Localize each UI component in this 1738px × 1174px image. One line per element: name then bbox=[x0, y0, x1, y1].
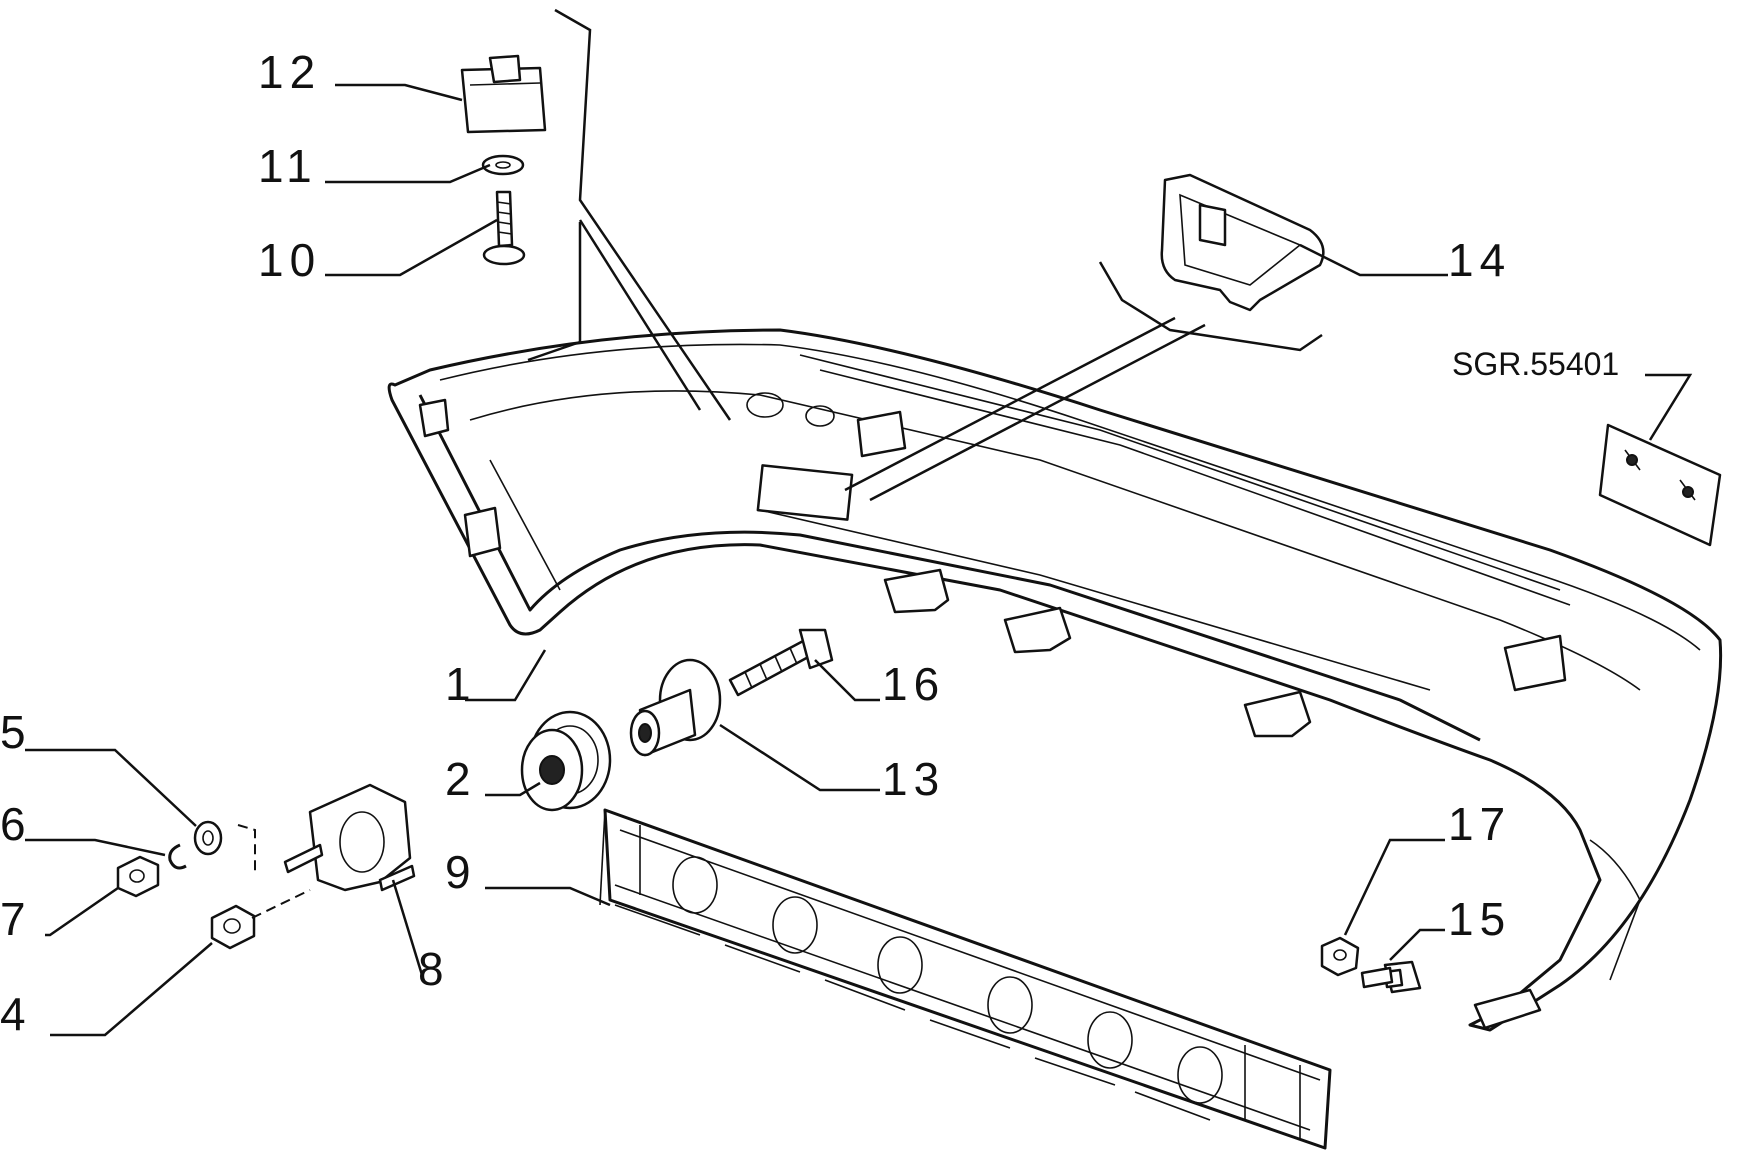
callout-6: 6 bbox=[0, 798, 32, 850]
washer-part-11 bbox=[481, 154, 525, 176]
spacer-part-13 bbox=[629, 658, 722, 757]
callout-7: 7 bbox=[0, 893, 32, 945]
callout-12: 12 bbox=[258, 46, 321, 98]
bracket-part-8 bbox=[283, 783, 416, 892]
reference-code: SGR.55401 bbox=[1452, 346, 1619, 382]
callout-10: 10 bbox=[258, 234, 321, 286]
callout-8: 8 bbox=[418, 943, 450, 995]
callout-15: 16 bbox=[882, 658, 945, 710]
nut-part-17 bbox=[1320, 936, 1360, 977]
bracket-part-14 bbox=[1160, 173, 1325, 312]
bumper-shell bbox=[387, 328, 1723, 1032]
callout-5: 5 bbox=[0, 706, 32, 758]
leader-lines bbox=[25, 83, 1693, 1037]
screw-part-10 bbox=[482, 190, 526, 266]
callout-2: 2 bbox=[445, 753, 477, 805]
grille-strip bbox=[599, 808, 1332, 1150]
reference-plate bbox=[1598, 423, 1722, 547]
nut-part-4 bbox=[210, 904, 256, 950]
callout-14: 14 bbox=[1448, 234, 1511, 286]
callout-1: 1 bbox=[445, 658, 477, 710]
callout-17: 17 bbox=[1448, 798, 1511, 850]
washer-part-5 bbox=[193, 820, 223, 856]
callout-16: 15 bbox=[1448, 893, 1511, 945]
bracket-part-12 bbox=[460, 54, 547, 134]
nut-part-7 bbox=[116, 855, 160, 898]
lockwasher-part-6 bbox=[168, 843, 187, 870]
callout-4: 4 bbox=[0, 988, 32, 1040]
bushing-part-2 bbox=[520, 710, 612, 812]
callout-11: 11 bbox=[258, 140, 318, 192]
screw-part-16 bbox=[1360, 960, 1422, 994]
callout-9: 9 bbox=[445, 846, 477, 898]
bolt-part-15 bbox=[728, 628, 834, 697]
callout-13: 13 bbox=[882, 753, 945, 805]
